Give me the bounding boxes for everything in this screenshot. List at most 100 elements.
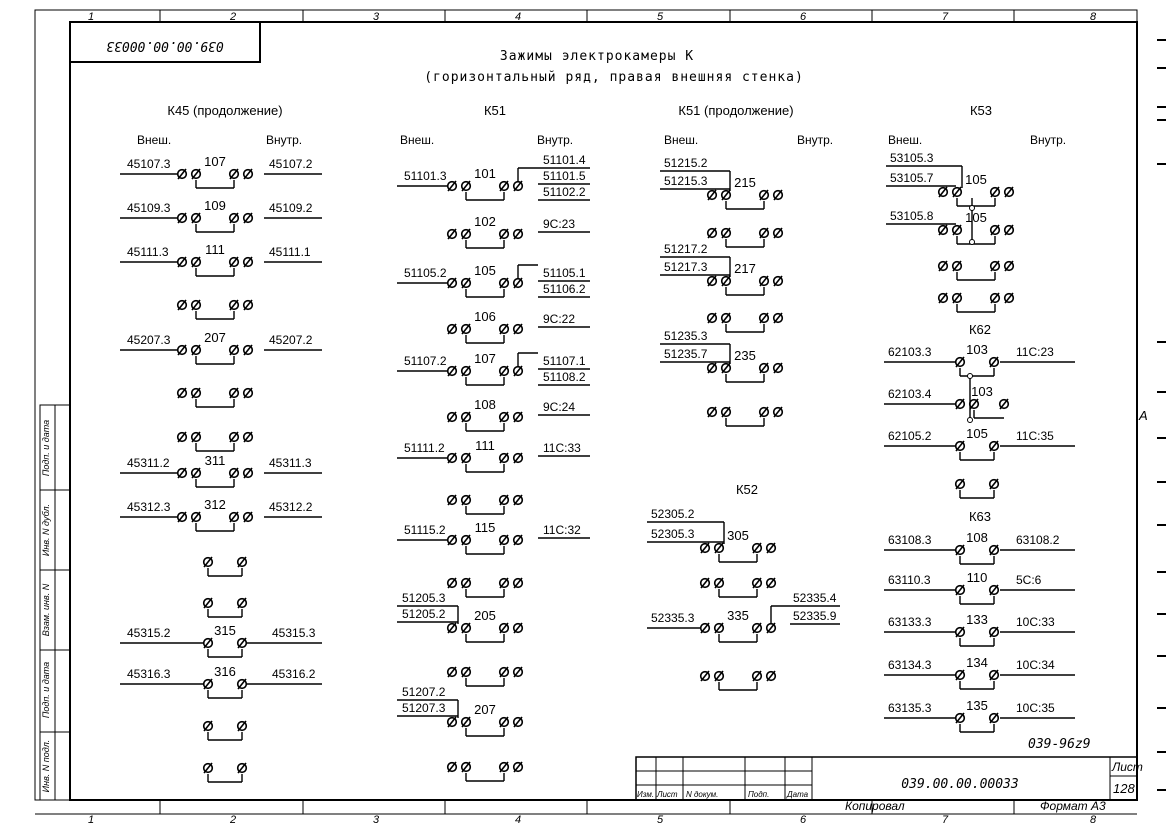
terminal-slash	[513, 180, 523, 192]
terminal-slash	[203, 762, 213, 774]
zone-number-top: 8	[1090, 11, 1097, 23]
terminal-slash	[177, 212, 187, 224]
terminal-slash	[191, 431, 201, 443]
k45-left-label: 45109.3	[127, 201, 171, 215]
terminal-slash	[999, 398, 1009, 410]
terminal-symbol	[713, 577, 725, 589]
terminal-slash	[177, 511, 187, 523]
terminal-symbol	[772, 227, 784, 239]
terminal-circle	[713, 622, 725, 634]
terminal-circle	[228, 431, 240, 443]
terminal-symbol	[772, 362, 784, 374]
terminal-number: 108	[474, 397, 496, 412]
terminal-circle	[228, 168, 240, 180]
k51-left-label: 51205.2	[402, 607, 446, 621]
terminal-slash	[229, 256, 239, 268]
terminal-circle	[699, 577, 711, 589]
terminal-symbol	[706, 312, 718, 324]
terminal-slash	[177, 344, 187, 356]
terminal-slash	[707, 312, 717, 324]
k45-left-label: 45311.2	[127, 456, 170, 470]
terminal-slash	[243, 467, 253, 479]
terminal-slash	[766, 577, 776, 589]
terminal-symbol	[460, 494, 472, 506]
terminal-circle	[498, 228, 510, 240]
terminal-slash	[766, 670, 776, 682]
terminal-slash	[773, 406, 783, 418]
column-header-inner: Внутр.	[797, 133, 833, 147]
terminal-slash	[447, 365, 457, 377]
terminal-slash	[499, 228, 509, 240]
terminal-slash	[461, 761, 471, 773]
terminal-slash	[513, 228, 523, 240]
terminal-symbol	[512, 228, 524, 240]
terminal-symbol	[988, 440, 1000, 452]
k63-right-label: 10С:33	[1016, 615, 1055, 629]
k51-left-label: 51105.2	[404, 266, 447, 280]
terminal-circle	[190, 168, 202, 180]
terminal-slash	[513, 494, 523, 506]
terminal-slash	[759, 189, 769, 201]
terminal-circle	[236, 556, 248, 568]
k45-left-label: 45111.3	[127, 245, 169, 259]
terminal-circle	[460, 716, 472, 728]
terminal-number: 133	[966, 612, 988, 627]
terminal-symbol	[989, 260, 1001, 272]
copied-label: Копировал	[845, 799, 905, 813]
terminal-circle	[202, 762, 214, 774]
terminal-slash	[989, 669, 999, 681]
terminal-symbol	[242, 511, 254, 523]
terminal-slash	[203, 678, 213, 690]
terminal-symbol	[512, 577, 524, 589]
terminal-circle	[699, 670, 711, 682]
terminal-circle	[951, 224, 963, 236]
terminal-slash	[990, 224, 1000, 236]
terminal-symbol	[460, 411, 472, 423]
terminal-slash	[447, 716, 457, 728]
terminal-symbol	[988, 626, 1000, 638]
terminal-number: 305	[727, 528, 749, 543]
terminal-symbol	[720, 406, 732, 418]
terminal-symbol	[988, 669, 1000, 681]
terminal-slash	[513, 452, 523, 464]
terminal-symbol	[720, 362, 732, 374]
terminal-slash	[237, 678, 247, 690]
terminal-number: 335	[727, 608, 749, 623]
terminal-circle	[498, 452, 510, 464]
terminal-circle	[1003, 292, 1015, 304]
terminal-slash	[499, 494, 509, 506]
terminal-circle	[460, 277, 472, 289]
terminal-slash	[759, 362, 769, 374]
terminal-symbol	[176, 511, 188, 523]
terminal-slash	[990, 292, 1000, 304]
k45-left-label: 45207.3	[127, 333, 171, 347]
terminal-number: 134	[966, 655, 988, 670]
terminal-slash	[461, 323, 471, 335]
terminal-number: 215	[734, 175, 756, 190]
side-stamp-label: Инв. N подл.	[41, 740, 51, 793]
junction-dot	[967, 373, 973, 379]
junction-dot	[969, 239, 975, 245]
terminal-circle	[498, 761, 510, 773]
terminal-circle	[228, 299, 240, 311]
k51-right-label: 9С:23	[543, 217, 575, 231]
terminal-slash	[499, 534, 509, 546]
terminal-symbol	[228, 168, 240, 180]
terminal-symbol	[202, 637, 214, 649]
terminal-slash	[714, 670, 724, 682]
sheet-number: 128	[1113, 781, 1135, 796]
k45-right-label: 45111.1	[269, 245, 311, 259]
terminal-circle	[512, 577, 524, 589]
terminal-circle	[446, 761, 458, 773]
terminal-circle	[706, 362, 718, 374]
k62-left-label: 62105.2	[888, 429, 932, 443]
terminal-circle	[512, 761, 524, 773]
k45-right-label: 45312.2	[269, 500, 313, 514]
terminal-symbol	[512, 323, 524, 335]
terminal-circle	[446, 228, 458, 240]
terminal-symbol	[758, 189, 770, 201]
terminal-slash	[773, 275, 783, 287]
terminal-slash	[499, 666, 509, 678]
terminal-number: 110	[967, 570, 988, 585]
